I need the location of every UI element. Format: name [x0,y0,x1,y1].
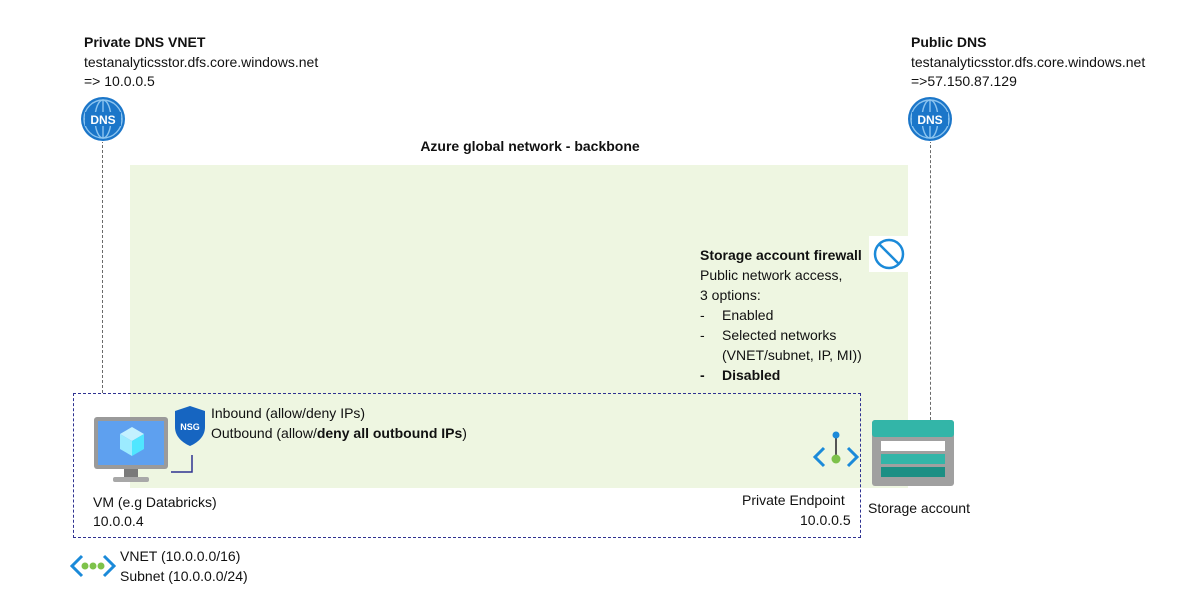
vnet-boundary [73,393,861,538]
public-dns-ip: =>57.150.87.129 [911,73,1017,89]
vm-ip: 10.0.0.4 [93,513,144,529]
vm-label: VM (e.g Databricks) [93,494,217,510]
storage-account-icon [872,420,954,486]
azure-backbone-area [130,165,908,488]
private-dns-ip: => 10.0.0.5 [84,73,155,89]
private-endpoint-label: Private Endpoint [742,492,845,508]
virtual-machine-icon [93,416,171,488]
disabled-circle-icon [869,236,909,272]
public-dns-connector [930,140,931,420]
firewall-line-2: 3 options: [700,287,761,303]
dns-globe-icon: DNS [79,95,127,143]
vnet-label: VNET (10.0.0.0/16) [120,548,241,564]
firewall-option-enabled: -Enabled [700,307,774,323]
private-dns-host: testanalyticsstor.dfs.core.windows.net [84,54,319,70]
svg-text:DNS: DNS [90,113,115,127]
private-dns-connector [102,140,103,393]
public-dns-title: Public DNS [911,34,987,50]
firewall-option-selected: -Selected networks [700,327,837,343]
dns-globe-icon: DNS [906,95,954,143]
firewall-title: Storage account firewall [700,247,862,263]
private-endpoint-icon [812,430,860,474]
backbone-title: Azure global network - backbone [420,138,640,154]
private-endpoint-ip: 10.0.0.5 [800,512,851,528]
subnet-label: Subnet (10.0.0.0/24) [120,568,248,584]
nsg-inbound-text: Inbound (allow/deny IPs) [211,405,366,421]
nsg-shield-icon: NSG [174,405,206,447]
storage-account-label: Storage account [868,500,970,516]
svg-text:DNS: DNS [917,113,942,127]
firewall-option-disabled: -Disabled [700,367,781,383]
firewall-line-1: Public network access, [700,267,843,283]
nsg-connector [171,455,193,473]
firewall-option-selected-detail: (VNET/subnet, IP, MI)) [722,347,862,363]
nsg-outbound-text: Outbound (allow/deny all outbound IPs) [211,425,467,441]
public-dns-host: testanalyticsstor.dfs.core.windows.net [911,54,1146,70]
svg-text:NSG: NSG [180,422,200,432]
private-dns-title: Private DNS VNET [84,34,206,50]
storage-firewall-panel: Storage account firewall Public network … [700,245,862,385]
vnet-icon [69,553,117,579]
